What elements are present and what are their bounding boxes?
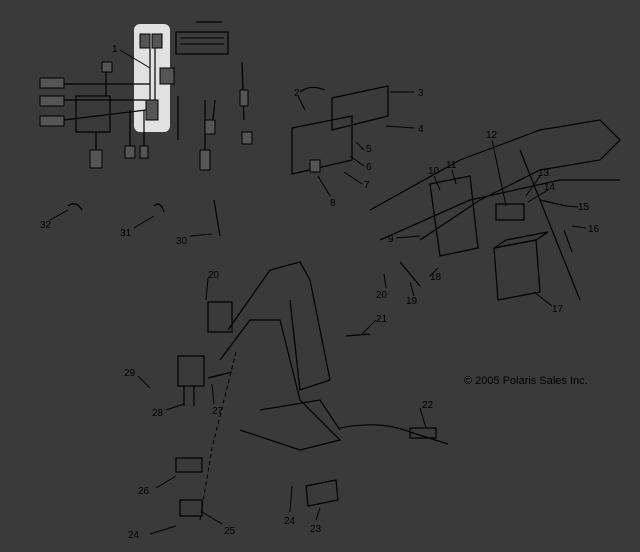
callout-24-a: 24	[128, 530, 140, 541]
callout-12: 12	[486, 130, 498, 141]
battery[interactable]	[493, 231, 549, 301]
wire-leads[interactable]	[177, 61, 253, 171]
copyright-text: © 2005 Polaris Sales Inc.	[464, 375, 588, 387]
callout-3: 3	[418, 88, 424, 99]
callout-19: 19	[406, 296, 418, 307]
callout-32: 32	[40, 220, 52, 231]
callout-labels: 1 2 3 4 5 6 7 8 9 10 11 12 13 14 15 16 1…	[40, 44, 600, 541]
callout-23: 23	[310, 524, 322, 535]
leader-lines	[49, 49, 587, 535]
callout-28: 28	[152, 408, 164, 419]
callout-8: 8	[330, 198, 336, 209]
callout-5: 5	[366, 144, 372, 155]
callout-9: 9	[388, 234, 394, 245]
vehicle-frame	[219, 119, 621, 451]
callout-17: 17	[552, 304, 564, 315]
callout-1: 1	[112, 44, 118, 55]
highlight-part-1	[134, 24, 170, 132]
callout-18: 18	[430, 272, 442, 283]
small-parts[interactable]	[67, 175, 573, 521]
callout-22: 22	[422, 400, 434, 411]
callout-26: 26	[138, 486, 150, 497]
callout-20-b: 20	[376, 290, 388, 301]
callout-29: 29	[124, 368, 136, 379]
callout-15: 15	[578, 202, 590, 213]
callout-31: 31	[120, 228, 132, 239]
callout-20-a: 20	[208, 270, 220, 281]
callout-11: 11	[446, 160, 457, 171]
callout-14: 14	[544, 182, 556, 193]
callout-16: 16	[588, 224, 600, 235]
taillight-assembly[interactable]	[291, 85, 389, 175]
callout-30: 30	[176, 236, 188, 247]
callout-2: 2	[294, 88, 300, 99]
callout-24-b: 24	[284, 516, 296, 527]
callout-4: 4	[418, 124, 424, 135]
callout-7: 7	[364, 180, 370, 191]
callout-10: 10	[428, 166, 440, 177]
callout-13: 13	[538, 168, 550, 179]
callout-6: 6	[366, 162, 372, 173]
wiring-harness[interactable]	[39, 21, 229, 169]
callout-27: 27	[212, 406, 224, 417]
callout-25: 25	[224, 526, 236, 537]
callout-21: 21	[376, 314, 388, 325]
